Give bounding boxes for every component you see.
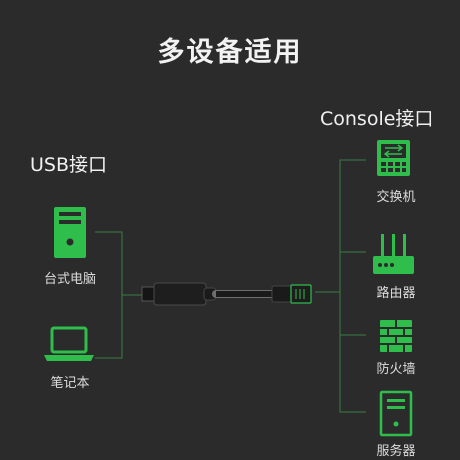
firewall-icon (380, 320, 412, 352)
switch-label: 交换机 (376, 190, 416, 205)
router-icon (373, 234, 414, 274)
laptop-icon (44, 326, 94, 361)
server-label: 服务器 (376, 444, 416, 459)
right-connector-lines (315, 159, 366, 413)
firewall-label: 防火墙 (376, 362, 416, 377)
page-title: 多设备适用 (157, 37, 303, 68)
router-label: 路由器 (376, 286, 416, 301)
left-connector-lines (95, 231, 146, 359)
desktop-pc-icon (54, 207, 86, 258)
switch-icon (377, 140, 410, 176)
usb-console-cable (141, 282, 312, 306)
server-icon (379, 390, 413, 437)
laptop-label: 笔记本 (50, 376, 90, 391)
console-heading: Console接口 (320, 108, 434, 130)
desktop-pc-label: 台式电脑 (43, 272, 96, 287)
usb-heading: USB接口 (30, 154, 108, 176)
